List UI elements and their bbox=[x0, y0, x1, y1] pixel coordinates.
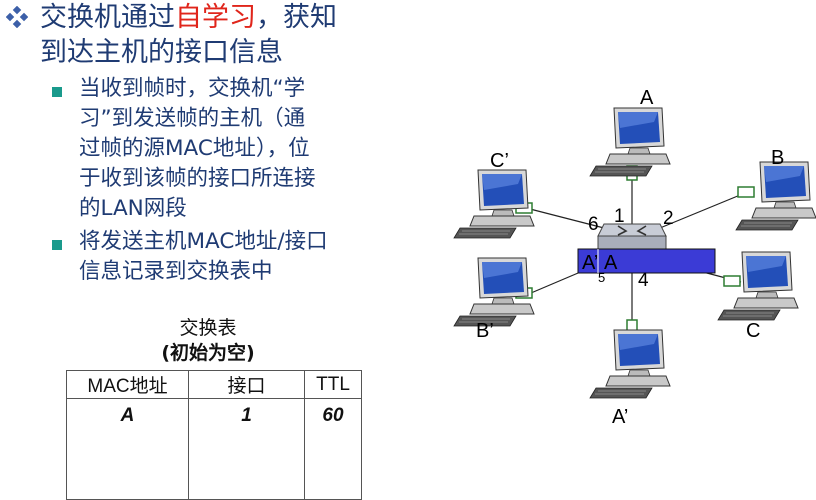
host-b2-label: B’ bbox=[476, 320, 494, 342]
port-6-label: 6 bbox=[588, 214, 599, 235]
frame-bar bbox=[577, 248, 716, 274]
sub-bullet-text-1: 当收到帧时，交换机“学 习”到发送帧的主机（通 过帧的源MAC地址），位 于收到… bbox=[79, 76, 316, 221]
port-2-label: 2 bbox=[663, 208, 674, 229]
host-b2-computer-icon bbox=[453, 257, 535, 327]
sub-bullet-text-2: 将发送主机MAC地址/接口 信息记录到交换表中 bbox=[79, 229, 328, 284]
square-bullet-icon bbox=[52, 87, 62, 97]
port-1-label: 1 bbox=[614, 206, 625, 227]
highlight-text: 自学习 bbox=[175, 2, 256, 33]
table-cell: 60 bbox=[304, 398, 362, 500]
host-a-computer-icon bbox=[589, 107, 671, 177]
switch-icon bbox=[597, 223, 667, 251]
frame-src-label: A bbox=[604, 252, 618, 274]
table-header: MAC地址 bbox=[66, 370, 189, 399]
host-c-label: C bbox=[746, 320, 760, 342]
table-title: 交换表 (初始为空) bbox=[161, 317, 255, 364]
switch-table: MAC地址 接口 TTL A 1 60 bbox=[66, 370, 362, 500]
table-header: TTL bbox=[304, 370, 362, 399]
host-a2-computer-icon bbox=[589, 329, 671, 399]
frame-dest-label: A’ bbox=[582, 252, 598, 274]
host-b-label: B bbox=[771, 147, 784, 169]
host-a2-label: A’ bbox=[612, 406, 628, 428]
table-cell: A bbox=[66, 398, 189, 500]
main-bullet-text: 交换机通过自学习，获知 到达主机的接口信息 bbox=[40, 2, 337, 68]
host-c2-computer-icon bbox=[453, 169, 535, 239]
port-4-label: 4 bbox=[638, 270, 649, 291]
diamond-bullet-icon bbox=[6, 6, 28, 28]
square-bullet-icon bbox=[52, 240, 62, 250]
host-c2-label: C’ bbox=[490, 150, 509, 172]
table-row: A 1 60 bbox=[66, 398, 362, 500]
port-5-label: 5 bbox=[598, 270, 605, 285]
host-a-label: A bbox=[640, 87, 654, 109]
